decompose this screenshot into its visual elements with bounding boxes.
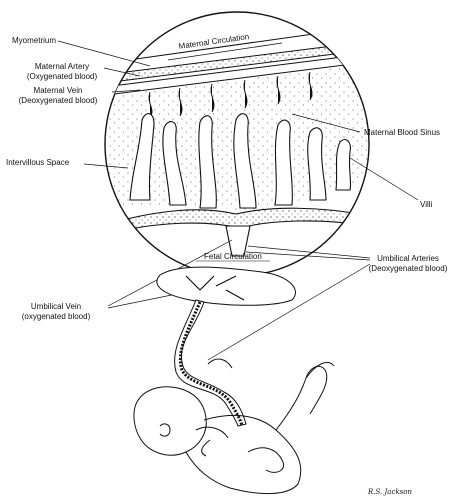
label-umbilical-vein-line1: Umbilical Vein xyxy=(30,302,82,311)
label-maternal-artery: Maternal Artery (Oxygenated blood) xyxy=(20,62,104,81)
label-villi: Villi xyxy=(420,200,433,209)
label-umbilical-arteries: Umbilical Arteries (Deoxygenated blood) xyxy=(368,254,448,273)
leader-lines xyxy=(57,40,419,361)
label-intervillous-space: Intervillous Space xyxy=(6,158,70,167)
label-maternal-vein: Maternal Vein (Deoxygenated blood) xyxy=(6,86,110,105)
artist-signature: R.S. Jackson xyxy=(368,488,412,496)
label-maternal-artery-line1: Maternal Artery xyxy=(34,62,90,71)
label-maternal-vein-line1: Maternal Vein xyxy=(33,86,83,95)
fetus xyxy=(133,362,335,495)
label-maternal-vein-line2: (Deoxygenated blood) xyxy=(18,95,98,105)
villi-trees xyxy=(129,113,352,209)
fetal-vessels xyxy=(114,207,369,257)
label-umbilical-vein: Umbilical Vein (oxygenated blood) xyxy=(4,302,108,321)
label-maternal-artery-line2: (Oxygenated blood) xyxy=(26,71,98,81)
magnified-placenta-section xyxy=(104,11,370,277)
label-fetal-circulation: Fetal Circulation xyxy=(204,252,262,261)
label-maternal-blood-sinus: Maternal Blood Sinus xyxy=(364,128,441,137)
label-umbilical-vein-line2: (oxygenated blood) xyxy=(21,311,91,321)
placenta-disc xyxy=(156,266,296,306)
label-umbilical-arteries-line2: (Deoxygenated blood) xyxy=(368,263,448,273)
label-myometrium: Myometrium xyxy=(12,36,57,45)
umbilical-cord xyxy=(174,299,247,427)
label-umbilical-arteries-line1: Umbilical Arteries xyxy=(377,254,439,263)
